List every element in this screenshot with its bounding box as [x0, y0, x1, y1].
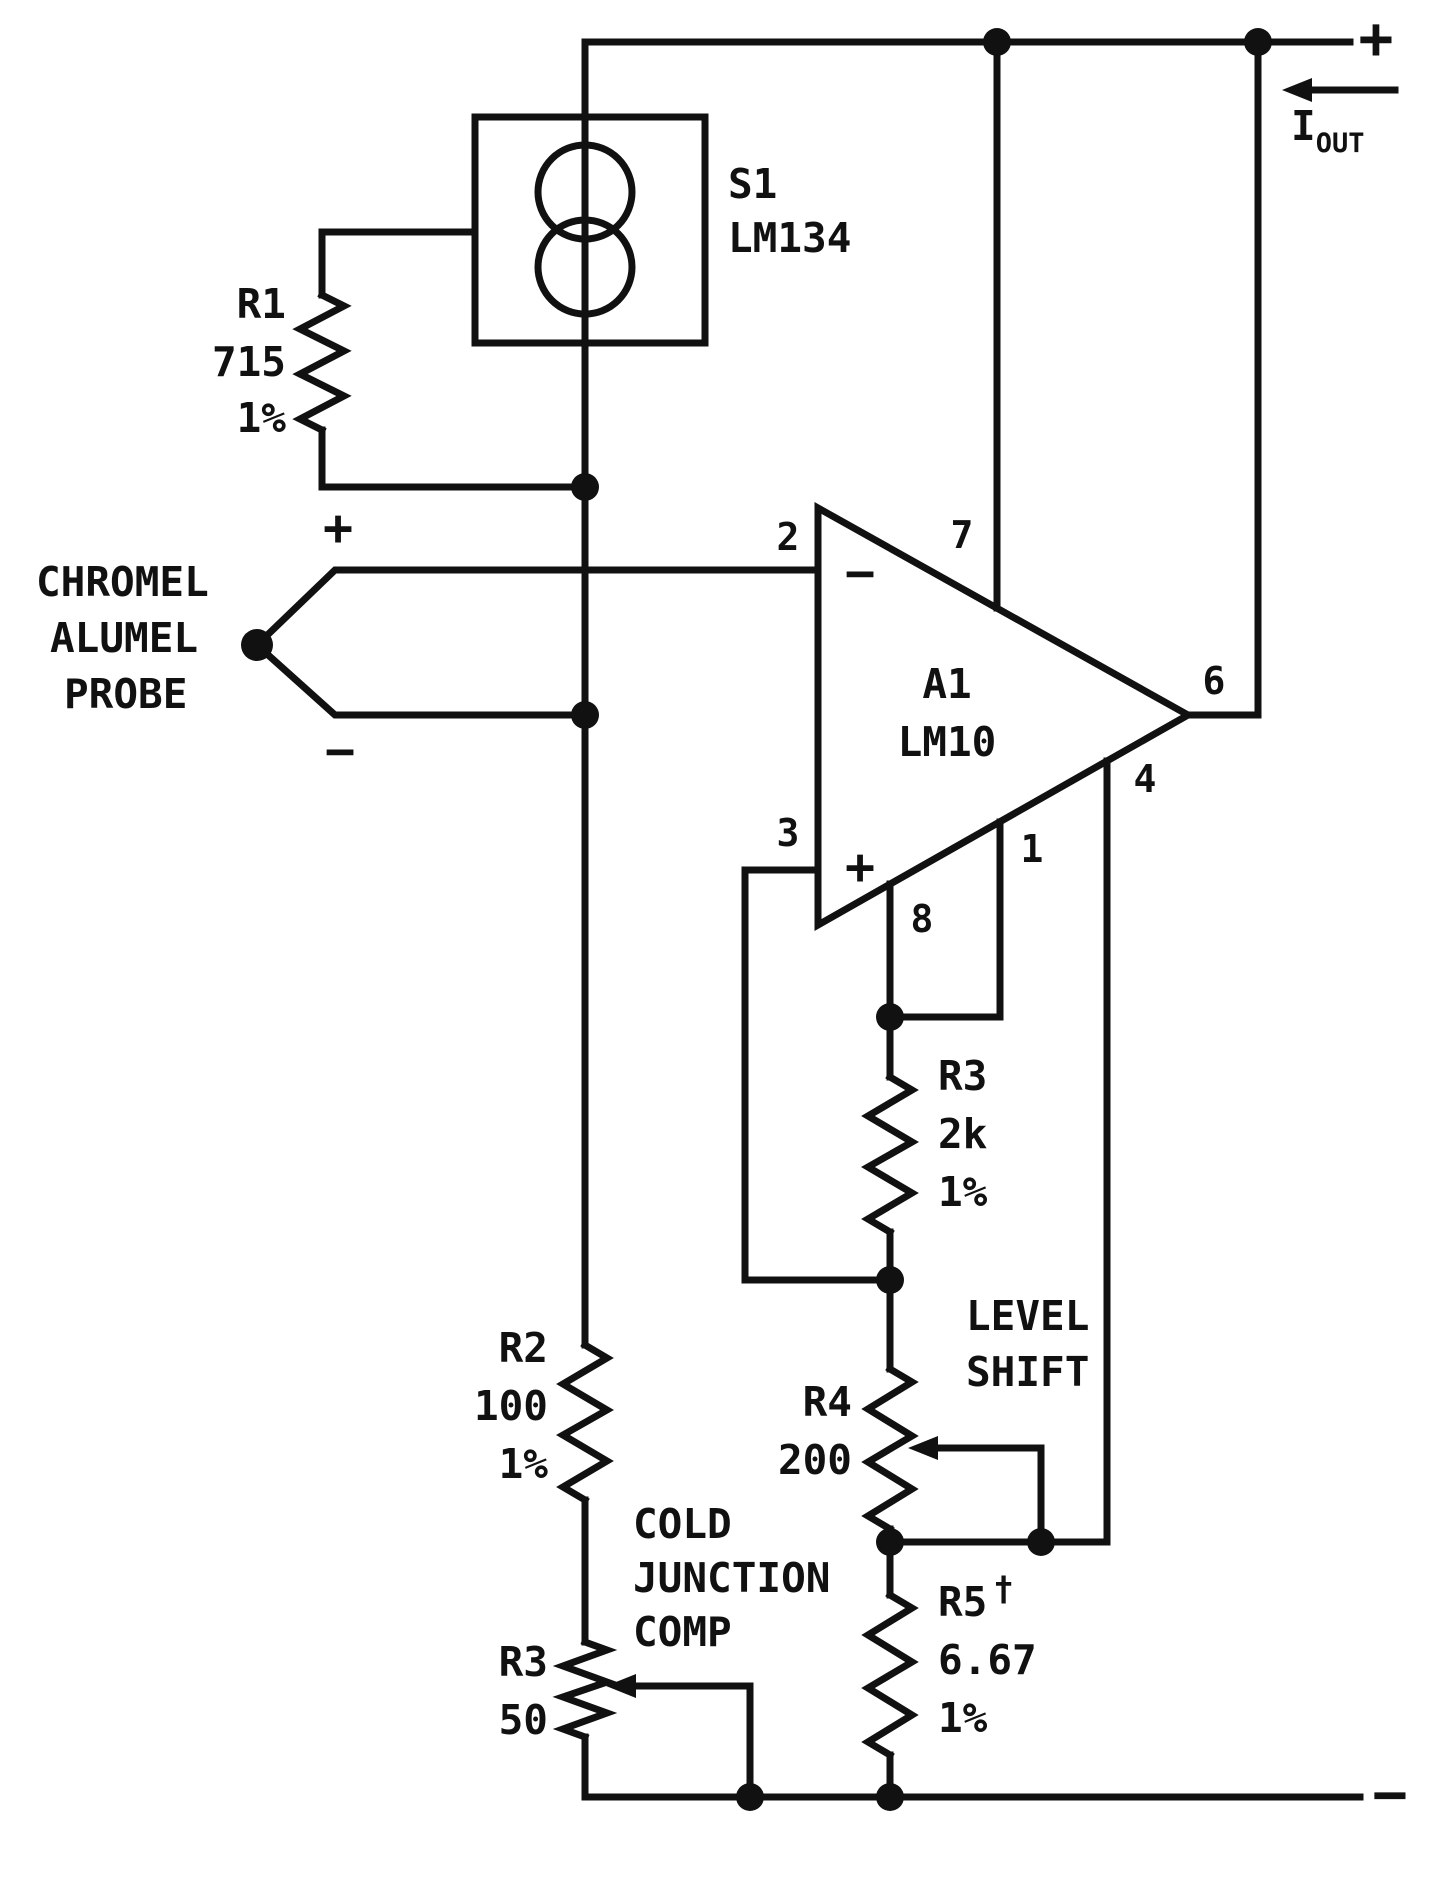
opamp-pin8-label: 8: [911, 897, 934, 941]
r3cold-value-label: 50: [499, 1696, 548, 1744]
junction-pin6-rail: [1244, 28, 1272, 56]
wire-pin4: [886, 757, 1111, 1546]
cold-junction-label-line3: COMP: [633, 1608, 732, 1656]
opamp-inverting-sign: −: [845, 544, 875, 602]
level-shift-label-line2: SHIFT: [966, 1348, 1089, 1396]
arrowheads: [606, 78, 1312, 1698]
r3fb-tol-label: 1%: [938, 1168, 988, 1216]
resistor-r3-feedback-body: [861, 1072, 919, 1237]
probe-bead: [241, 629, 273, 661]
junction-r4-wiper: [1027, 1528, 1055, 1556]
resistor-r2-body: [556, 1340, 614, 1505]
r2-value-label: 100: [474, 1382, 548, 1430]
cold-junction-label-line2: JUNCTION: [633, 1554, 830, 1602]
wire-pin3-feedback: [741, 866, 894, 1284]
opamp-part-label: LM10: [898, 718, 997, 766]
resistor-r4-body: [861, 1364, 919, 1534]
opamp-pin3-label: 3: [777, 811, 800, 855]
probe-label-line3: PROBE: [64, 670, 187, 718]
junction-r5-rail: [876, 1783, 904, 1811]
junction-dots: [241, 28, 1272, 1811]
junction-r3-pin3-r4: [876, 1266, 904, 1294]
iout-i: I: [1291, 102, 1316, 150]
opamp-pin4-label: 4: [1134, 757, 1157, 801]
iout-sub: OUT: [1316, 128, 1365, 159]
bottom-rail-minus-sign: −: [1373, 1760, 1408, 1828]
resistor-r3-cold-body: [552, 1637, 618, 1742]
r3fb-value-label: 2k: [938, 1110, 987, 1158]
resistor-r1-body: [292, 290, 352, 435]
r2-ref-label: R2: [499, 1324, 548, 1372]
current-source-box: [471, 113, 709, 347]
opamp-ref-label: A1: [922, 660, 971, 708]
iout-arrow-icon: [1282, 78, 1312, 102]
junction-r1-main: [571, 473, 599, 501]
opamp-noninverting-sign: +: [845, 838, 875, 896]
r3cold-ref-label: R3: [499, 1638, 548, 1686]
labels: + IOUT − S1 LM134 R1 715 1% CHROMEL ALUM…: [36, 4, 1407, 1828]
current-source-circle-top: [534, 141, 636, 243]
wire-probe-minus-lead: [252, 640, 589, 719]
opamp-pin6-label: 6: [1203, 659, 1226, 703]
opamp-pin2-label: 2: [777, 515, 800, 559]
r5-ref-label: R5†: [938, 1569, 1014, 1626]
r4-wiper-arrow-icon: [908, 1436, 938, 1460]
wire-probe-plus-lead: [252, 566, 822, 650]
r3cold-wiper-arrow-icon: [606, 1674, 636, 1698]
r1-value-label: 715: [212, 338, 286, 386]
r5-dagger: †: [993, 1569, 1013, 1609]
wire-r1-top: [318, 228, 479, 299]
wire-r4-wiper: [930, 1444, 1045, 1546]
probe-label-line1: CHROMEL: [36, 558, 209, 606]
r5-value-label: 6.67: [938, 1636, 1037, 1684]
junction-probe-main: [571, 701, 599, 729]
wire-pin1: [886, 818, 1004, 1021]
r5-tol-label: 1%: [938, 1694, 988, 1742]
r3fb-ref-label: R3: [938, 1052, 987, 1100]
cold-junction-label-line1: COLD: [633, 1500, 732, 1548]
top-rail-plus-sign: +: [1359, 4, 1394, 72]
current-source-s1: [471, 113, 709, 347]
r2-tol-label: 1%: [499, 1440, 549, 1488]
probe-label-line2: ALUMEL: [50, 614, 198, 662]
junction-r3cold-wiper-rail: [736, 1783, 764, 1811]
junction-pin7-rail: [983, 28, 1011, 56]
current-source-symbol: [534, 141, 636, 318]
s1-part-label: LM134: [728, 214, 851, 262]
probe-minus-sign: −: [325, 722, 355, 780]
r1-tol-label: 1%: [237, 394, 287, 442]
r1-ref-label: R1: [237, 280, 286, 328]
level-shift-label-line1: LEVEL: [966, 1292, 1089, 1340]
resistor-r5-body: [861, 1590, 919, 1760]
current-source-circle-bottom: [534, 216, 636, 318]
r5-ref: R5: [938, 1578, 987, 1626]
opamp-pin7-label: 7: [951, 513, 974, 557]
r4-value-label: 200: [778, 1436, 852, 1484]
wire-r3cold-wiper: [628, 1682, 754, 1801]
wire-r1-bottom: [318, 426, 589, 491]
wire-pin6-output: [1184, 38, 1262, 719]
r4-ref-label: R4: [803, 1378, 852, 1426]
junction-pin8-pin1-r3: [876, 1003, 904, 1031]
iout-label: IOUT: [1291, 102, 1364, 159]
probe-plus-sign: +: [323, 499, 353, 557]
s1-ref-label: S1: [728, 160, 777, 208]
opamp-pin1-label: 1: [1021, 827, 1044, 871]
junction-r4-r5-pin4: [876, 1528, 904, 1556]
